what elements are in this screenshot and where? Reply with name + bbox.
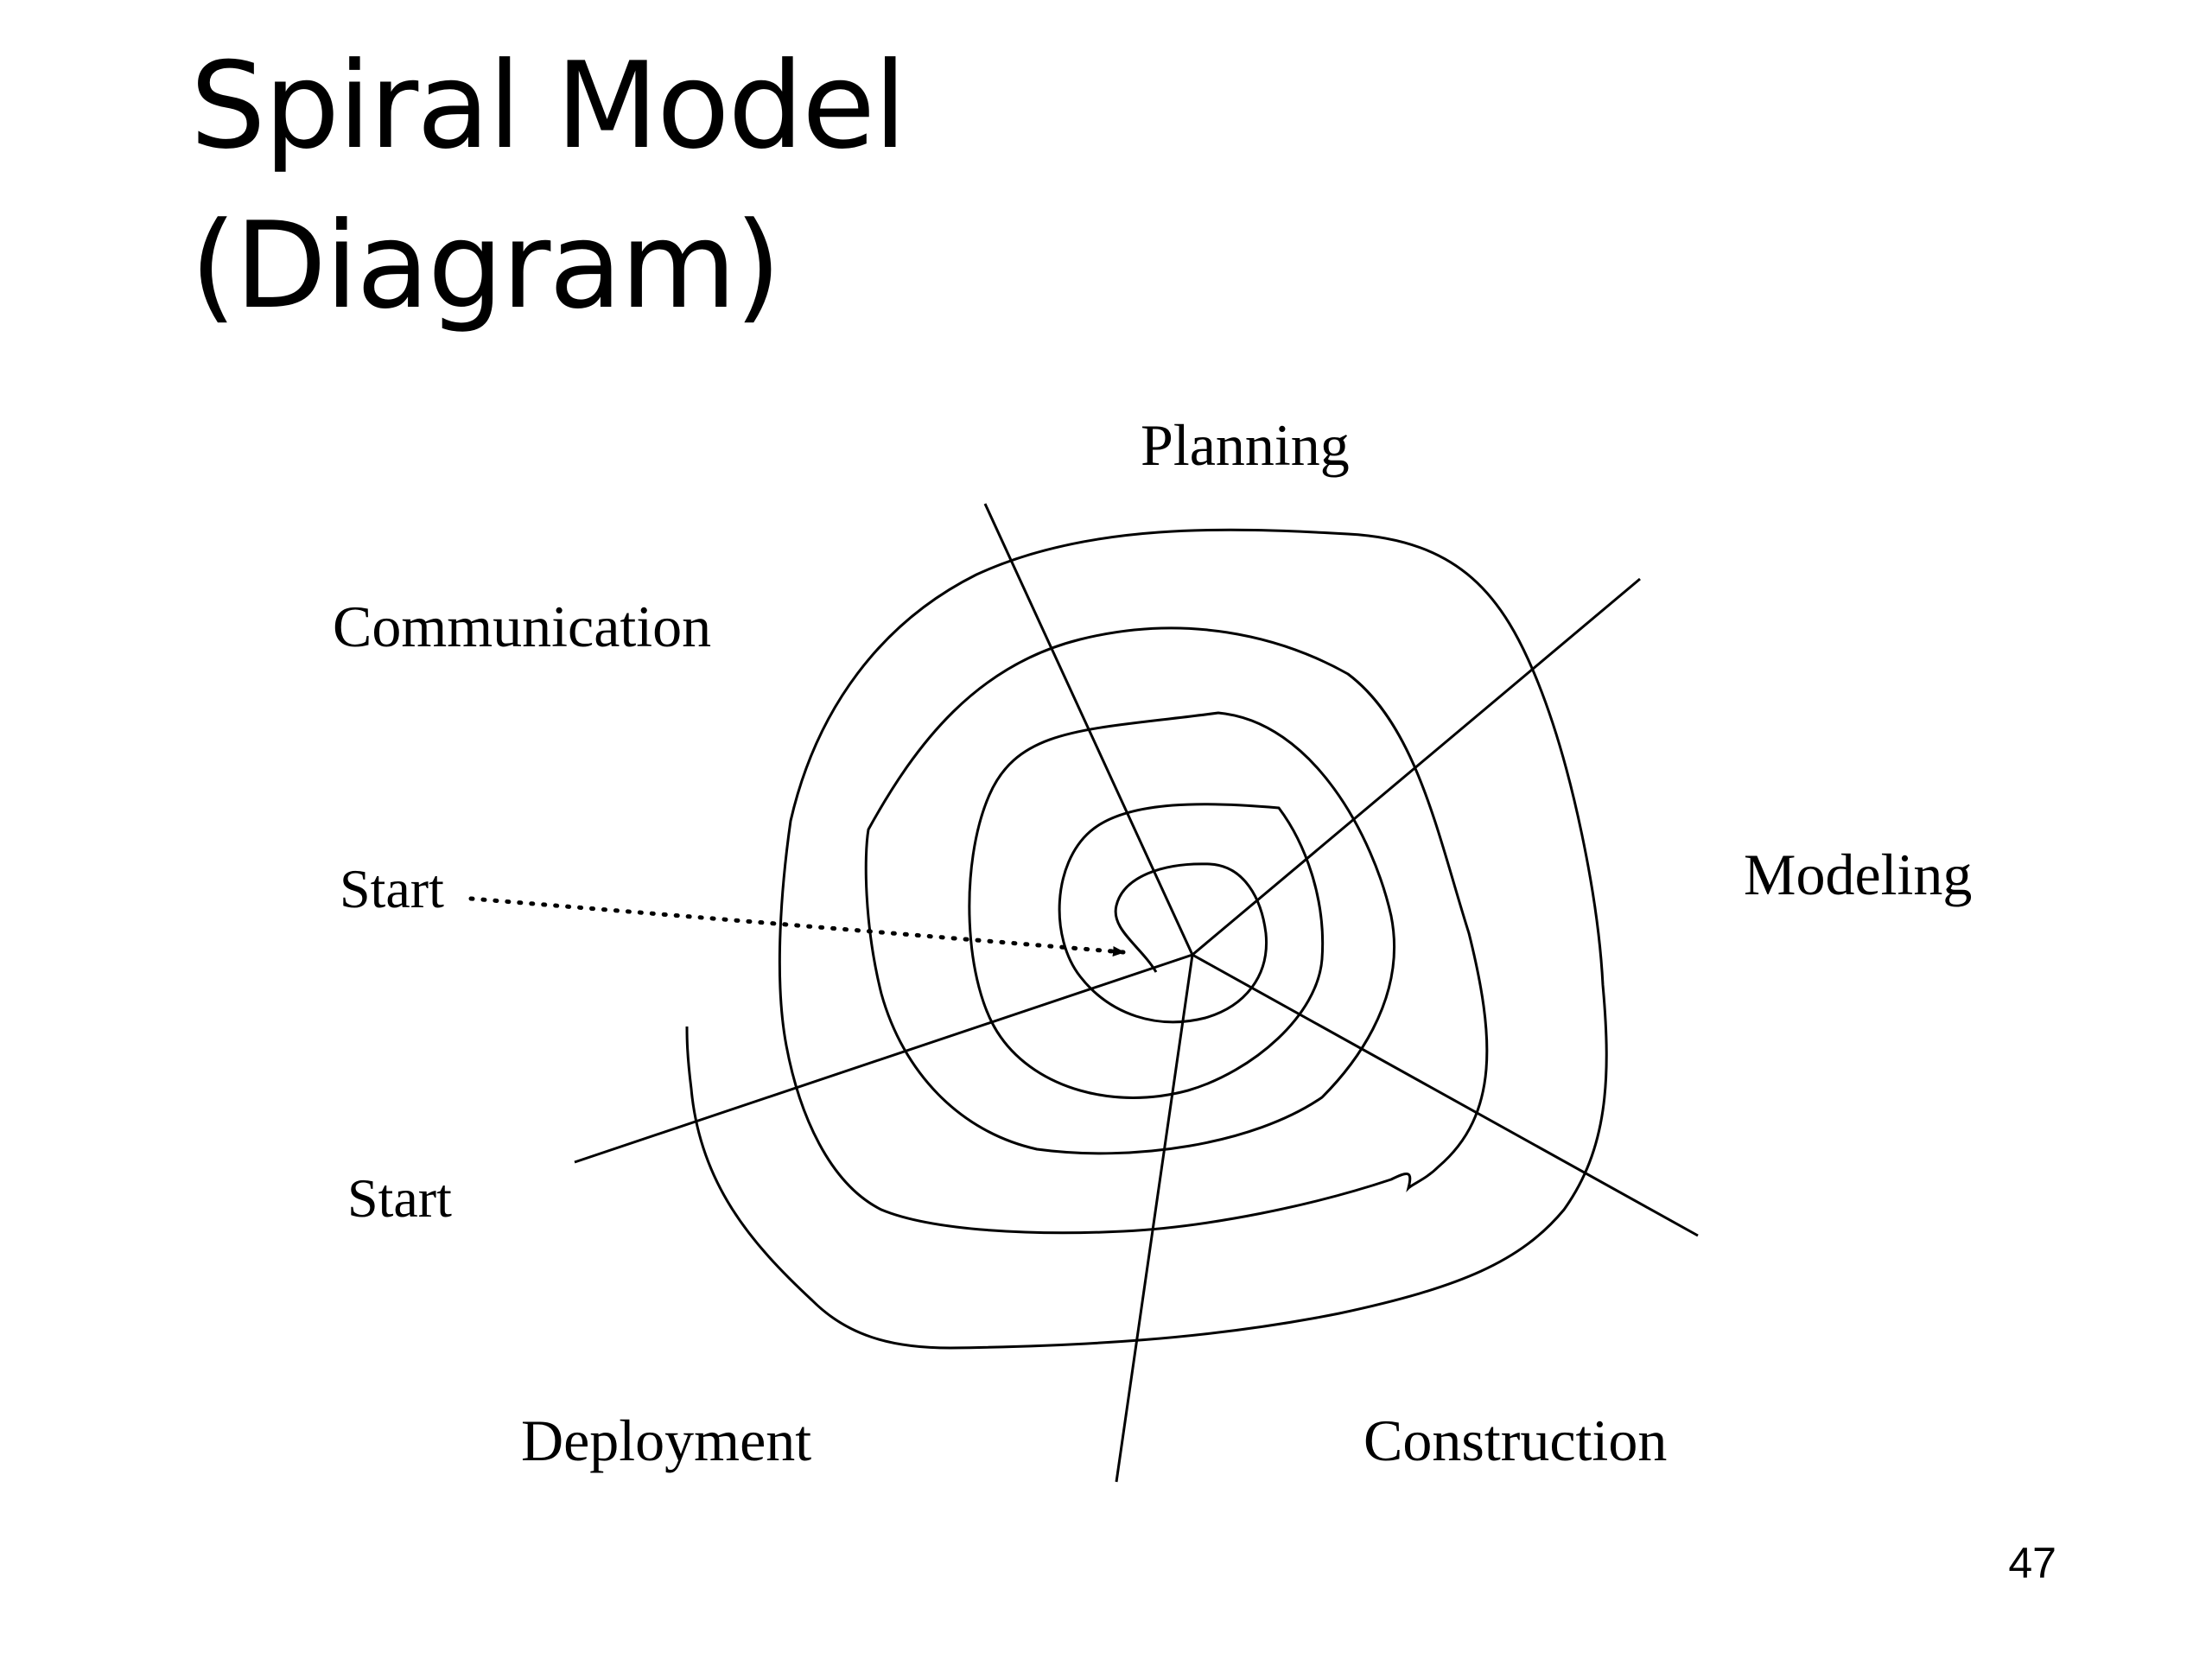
page-number: 47 <box>2008 1539 2056 1587</box>
divider-construction-deployment <box>1115 954 1194 1483</box>
start-label-spiral: Start <box>347 1167 452 1229</box>
phase-label-deployment: Deployment <box>521 1408 811 1473</box>
slide-title: Spiral Model (Diagram) <box>190 26 1400 346</box>
spiral-path <box>685 528 1608 1350</box>
phase-label-modeling: Modeling <box>1744 842 1972 907</box>
slide-title-line-2: (Diagram) <box>190 196 781 335</box>
phase-divider-lines <box>574 503 1699 1483</box>
slide-title-line-1: Spiral Model <box>190 36 906 175</box>
start-arrow <box>468 896 1126 957</box>
divider-deployment-communication <box>574 953 1193 1164</box>
phase-label-construction: Construction <box>1363 1408 1667 1473</box>
start-label-arrow: Start <box>340 858 444 919</box>
divider-modeling-construction <box>1192 953 1699 1237</box>
divider-planning-modeling <box>1192 577 1641 957</box>
phase-label-planning: Planning <box>1141 412 1350 478</box>
phase-label-communication: Communication <box>333 594 711 659</box>
